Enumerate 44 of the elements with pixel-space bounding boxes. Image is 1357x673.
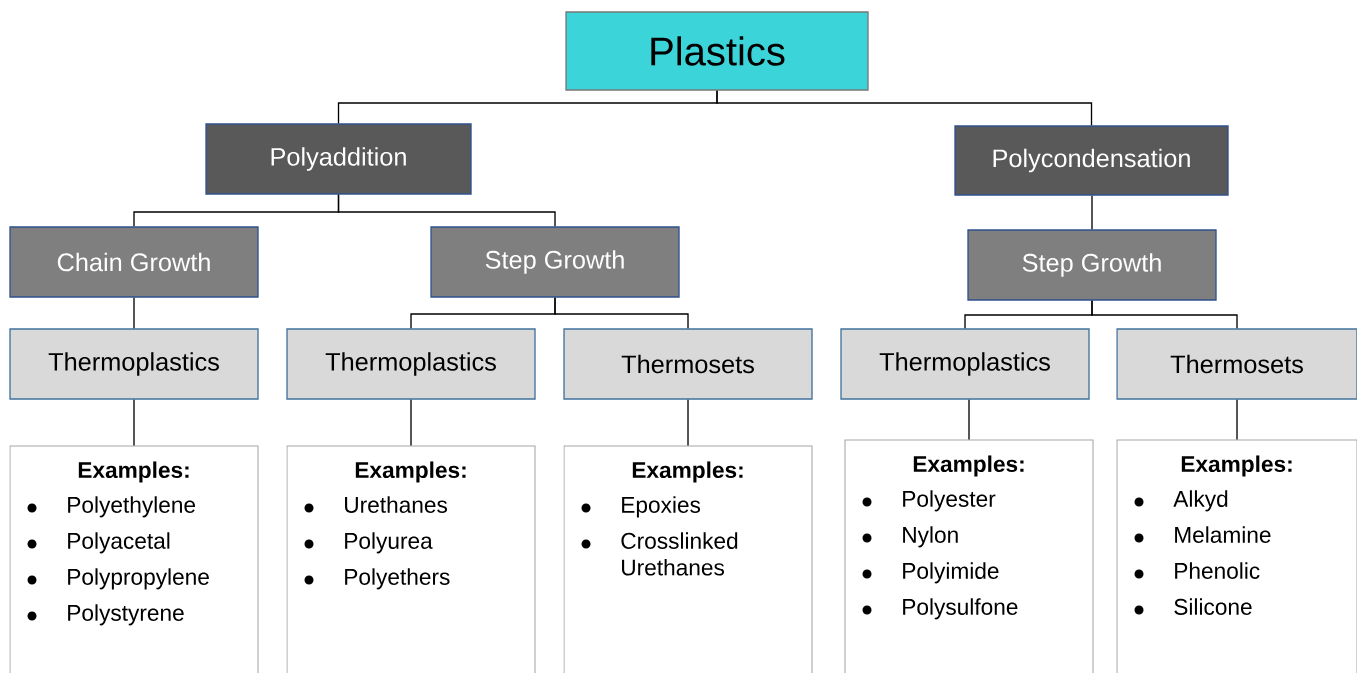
connector — [1236, 399, 1238, 441]
list-item: Epoxies — [622, 496, 701, 518]
list-heading: Examples: — [913, 455, 1024, 477]
connector — [410, 399, 412, 447]
connector — [716, 90, 1093, 126]
connector — [968, 399, 970, 441]
list-item: Polyimide — [903, 562, 999, 584]
list-item: Polyethers — [345, 568, 450, 590]
connector — [687, 399, 689, 447]
category-box: Thermosets — [563, 328, 813, 400]
list-item: Polyester — [903, 490, 996, 512]
list-item: Nylon — [903, 526, 958, 548]
list-item: Polyacetal — [68, 532, 170, 554]
list-heading: Examples: — [632, 461, 743, 483]
connector — [1091, 195, 1093, 230]
category-box: Step Growth — [967, 229, 1217, 301]
list-heading: Examples: — [1181, 455, 1292, 477]
list-item: Silicone — [1174, 598, 1252, 615]
list-heading: Examples: — [355, 461, 466, 483]
list-item: Polypropylene — [68, 568, 209, 590]
category-box: Polycondensation — [954, 125, 1229, 196]
list-item: Phenolic — [1175, 562, 1260, 579]
list-heading: Examples: — [78, 461, 189, 483]
category-box: Polyaddition — [205, 123, 472, 195]
category-box: Thermoplastics — [840, 328, 1090, 400]
category-box: Thermoplastics — [286, 328, 536, 400]
list-item: Alkyd — [1173, 490, 1228, 512]
category-box: Chain Growth — [9, 226, 259, 298]
connector — [337, 194, 556, 227]
list-item: Polyethylene — [68, 496, 196, 518]
list-item: Polystyrene — [68, 604, 184, 626]
list-item: Melamine — [1175, 526, 1271, 543]
category-box: Thermoplastics — [9, 328, 259, 400]
connector — [554, 297, 689, 329]
connector — [1091, 300, 1238, 329]
list-item: Urethanes — [345, 496, 447, 513]
list-item: Polyurea — [345, 532, 433, 554]
connector — [133, 297, 135, 329]
title-box: Plastics — [565, 11, 869, 91]
list-item: Polysulfone — [903, 598, 1018, 620]
category-box: Step Growth — [430, 226, 680, 298]
category-box: Thermosets — [1116, 328, 1357, 400]
connector — [133, 399, 135, 447]
list-item: Crosslinked Urethanes — [621, 532, 738, 576]
